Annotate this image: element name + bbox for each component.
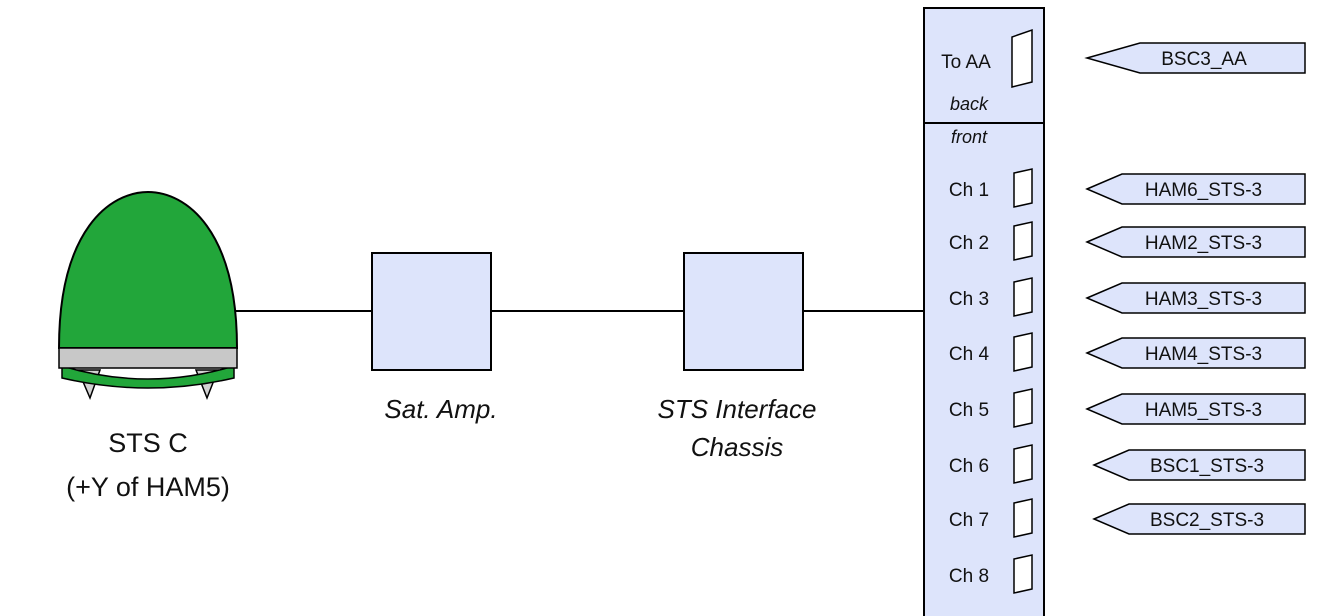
interface-chassis-box: [683, 252, 804, 371]
connection-tag-shape: [1085, 337, 1306, 369]
connection-tag-shape: [1085, 226, 1306, 258]
to-aa-tag-shape: [1084, 42, 1306, 74]
channel-label: Ch 8: [949, 566, 989, 587]
channel-connector-icon: [1013, 332, 1033, 372]
connection-tag-label: HAM3_STS-3: [1145, 289, 1262, 310]
connection-tag-label: BSC2_STS-3: [1150, 510, 1264, 531]
connection-tag-label: HAM5_STS-3: [1145, 400, 1262, 421]
channel-label: Ch 1: [949, 180, 989, 201]
connection-tag-shape: [1085, 173, 1306, 205]
channel-connector-icon: [1013, 168, 1033, 208]
channel-list: Ch 1 Ch 2 Ch 3 Ch 4 Ch 5 Ch 6 Ch 7 Ch 8: [949, 168, 1033, 594]
to-aa-port-label: To AA: [941, 52, 991, 73]
connection-tag-shape: [1092, 503, 1306, 535]
channel-connector-icon: [1013, 498, 1033, 538]
channel-connector-icon: [1013, 277, 1033, 317]
connection-tag-label: HAM2_STS-3: [1145, 233, 1262, 254]
channel-connector-icon: [1013, 444, 1033, 484]
channel-label: Ch 5: [949, 400, 989, 421]
channel-label: Ch 7: [949, 510, 989, 531]
seismometer-icon: [57, 190, 239, 401]
back-label: back: [950, 94, 989, 114]
to-aa-tag-label: BSC3_AA: [1161, 49, 1247, 70]
connection-tag-label: HAM6_STS-3: [1145, 180, 1262, 201]
connection-tag-label: BSC1_STS-3: [1150, 456, 1264, 477]
chassis-label-line2: Chassis: [691, 432, 783, 462]
front-label: front: [951, 127, 988, 147]
sat-amp-label: Sat. Amp.: [384, 394, 497, 424]
connection-tag-shape: [1092, 449, 1306, 481]
channel-connector-icon: [1013, 388, 1033, 428]
chassis-label-line1: STS Interface: [658, 394, 817, 424]
sat-amp-box: [371, 252, 492, 371]
connection-tag-shape: [1085, 393, 1306, 425]
channel-label: Ch 2: [949, 233, 989, 254]
connection-tag-label: HAM4_STS-3: [1145, 344, 1262, 365]
connection-tags: HAM6_STS-3HAM2_STS-3HAM3_STS-3HAM4_STS-3…: [1085, 173, 1306, 535]
channel-label: Ch 3: [949, 289, 989, 310]
to-aa-connector-icon: [1011, 28, 1033, 88]
sensor-name: STS C: [108, 428, 188, 458]
sensor-location: (+Y of HAM5): [66, 472, 230, 502]
channel-label: Ch 6: [949, 456, 989, 477]
channel-connector-icon: [1013, 221, 1033, 261]
channel-label: Ch 4: [949, 344, 990, 365]
channel-connector-icon: [1013, 554, 1033, 594]
connection-tag-shape: [1085, 282, 1306, 314]
